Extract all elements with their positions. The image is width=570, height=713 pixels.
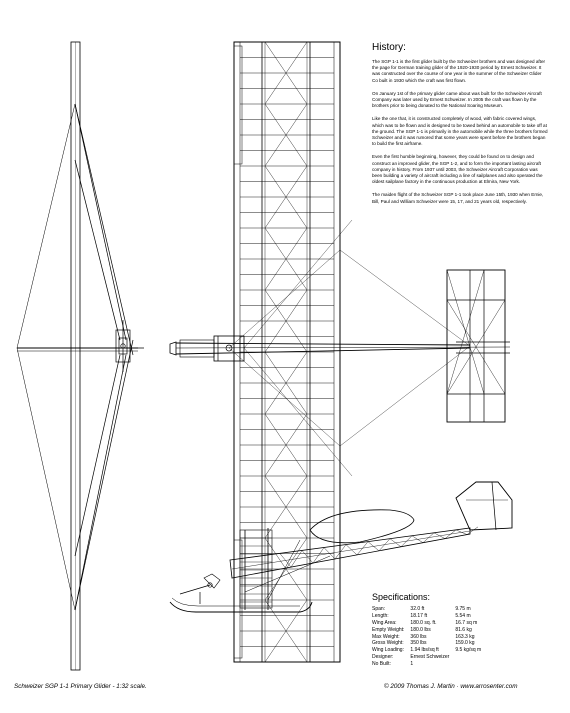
spec-label: Length:: [372, 612, 389, 619]
history-paragraph: Even the first humble beginning, however…: [372, 154, 543, 185]
spec-label: Wing Area:: [372, 619, 397, 626]
spec-value-imperial: 18.17 ft: [410, 612, 428, 619]
spec-row: Gross Weight: 350 lbs 159.0 kg: [372, 640, 487, 647]
front-view: [16, 41, 144, 671]
spec-label: Empty Weight:: [372, 626, 405, 633]
spec-label: Gross Weight:: [372, 640, 404, 647]
history-paragraph: The SGP 1-1 is the first glider built by…: [372, 59, 546, 83]
specifications-table: Span: 32.0 ft 9.75 m Length: 18.17 ft 5.54 m…: [372, 606, 487, 668]
history-paragraph: The maiden flight of the Schweizer SGP 1…: [372, 192, 544, 204]
spec-row: Max Weight: 360 lbs 163.3 kg: [372, 634, 487, 641]
copyright-caption: © 2009 Thomas J. Martin · www.arrosenter…: [384, 683, 518, 690]
spec-row: Span: 32.0 ft 9.75 m: [372, 606, 487, 613]
spec-value-metric: [455, 654, 487, 661]
spec-value-imperial: 180.0 lbs: [410, 626, 431, 633]
spec-row: No Built: 1: [372, 661, 487, 668]
spec-row: Wing Area: 180.0 sq. ft. 16.7 sq m: [372, 620, 487, 627]
spec-value-imperial: 360 lbs: [410, 633, 427, 640]
spec-value-metric: 81.6 kg: [455, 626, 472, 633]
spec-value-imperial: 1.94 lbs/sq ft: [410, 647, 439, 654]
spec-label: Max Weight:: [372, 633, 400, 640]
horizontal-tail: [446, 269, 510, 423]
history-paragraph: On January 1st of the primary glider cam…: [372, 90, 542, 109]
specifications-heading: Specifications:: [372, 592, 431, 602]
history-heading: History:: [372, 42, 406, 53]
spec-value-metric: 9.75 m: [455, 606, 471, 612]
spec-value-imperial: 32.0 ft: [410, 606, 425, 612]
spec-label: Designer:: [372, 654, 394, 661]
fuselage-top-view: [169, 219, 511, 477]
spec-value-imperial: Ernest Schweizer: [410, 654, 450, 661]
spec-row: Designer: Ernest Schweizer: [372, 654, 487, 661]
specifications-panel: Specifications: Span: 32.0 ft 9.75 m Lengt…: [372, 592, 552, 668]
spec-label: Wing Loading:: [372, 647, 404, 654]
side-view: [169, 481, 513, 613]
spec-row: Length: 18.17 ft 5.54 m: [372, 613, 487, 620]
spec-label: No Built:: [372, 661, 391, 668]
history-panel: History: The SGP 1-1 is the first glider…: [372, 42, 548, 212]
spec-row: Empty Weight: 180.0 lbs 81.6 kg: [372, 627, 487, 634]
spec-value-imperial: 180.0 sq. ft.: [410, 619, 437, 626]
spec-value-metric: [455, 661, 487, 668]
spec-value-metric: 163.3 kg: [455, 633, 475, 640]
spec-label: Span:: [372, 606, 386, 612]
spec-value-imperial: 1: [410, 661, 414, 668]
drawing-title-caption: Schweizer SGP 1-1 Primary Glider - 1:32 …: [14, 683, 147, 690]
history-paragraph: Like the one that, it is constructed com…: [372, 116, 548, 147]
spec-row: Wing Loading: 1.94 lbs/sq ft 9.5 kg/sq m: [372, 647, 487, 654]
spec-value-imperial: 350 lbs: [410, 640, 427, 647]
spec-value-metric: 16.7 sq m: [455, 619, 478, 626]
spec-value-metric: 5.54 m: [455, 612, 471, 619]
spec-value-metric: 159.0 kg: [455, 640, 475, 647]
spec-value-metric: 9.5 kg/sq m: [455, 647, 482, 654]
